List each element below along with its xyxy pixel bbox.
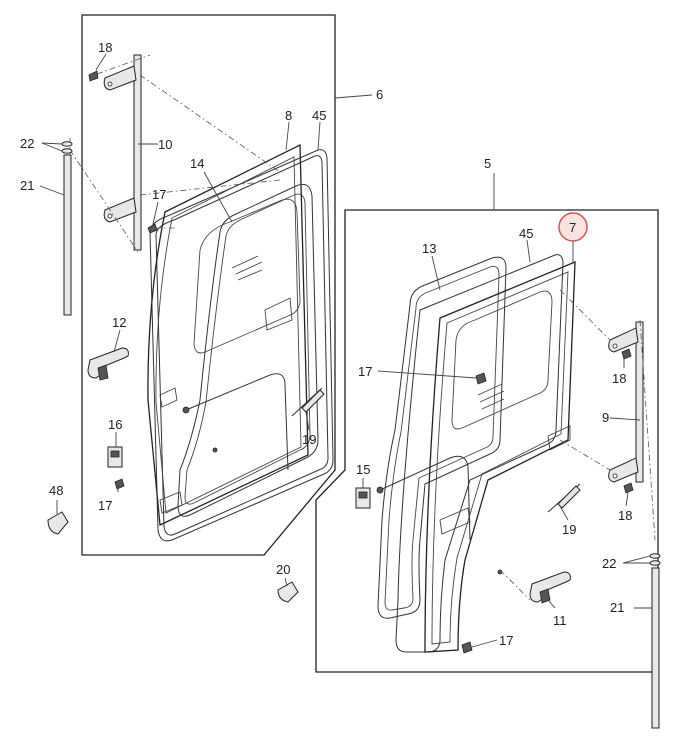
callout-8[interactable]: 8: [285, 108, 292, 123]
bumper-20: [277, 581, 299, 603]
left-door-seal-14: [177, 183, 319, 517]
callout-16[interactable]: 16: [108, 417, 122, 432]
left-rod-21: [63, 154, 72, 316]
right-door-frame-7: [424, 261, 576, 653]
callout-45-left[interactable]: 45: [312, 108, 326, 123]
right-handle-11: [529, 571, 571, 603]
left-door-frame-8: [147, 143, 309, 526]
right-door-seal-45: [395, 254, 564, 653]
callout-11[interactable]: 11: [553, 613, 567, 628]
callout-19-left[interactable]: 19: [302, 432, 316, 447]
highlight-circle-7: [558, 212, 588, 242]
callout-15[interactable]: 15: [356, 462, 370, 477]
callout-22-left[interactable]: 22: [20, 136, 34, 151]
callout-14[interactable]: 14: [190, 156, 204, 171]
callout-18-right-upper[interactable]: 18: [612, 371, 626, 386]
right-rod-21: [651, 567, 660, 729]
callout-9[interactable]: 9: [602, 410, 609, 425]
callout-13[interactable]: 13: [422, 241, 436, 256]
left-hinge-10: [133, 54, 142, 251]
callout-18-right-lower[interactable]: 18: [618, 508, 632, 523]
callout-10[interactable]: 10: [158, 137, 172, 152]
right-door-seal-13: [377, 256, 507, 619]
left-handle-12: [87, 347, 129, 379]
callout-12[interactable]: 12: [112, 315, 126, 330]
right-assembly-box: [315, 209, 659, 673]
callout-22-right[interactable]: 22: [602, 556, 616, 571]
right-hinge-9: [635, 321, 644, 483]
leader-lines: [39, 53, 652, 648]
callout-6[interactable]: 6: [376, 87, 383, 102]
callout-21-left[interactable]: 21: [20, 178, 34, 193]
callout-20[interactable]: 20: [276, 562, 290, 577]
callout-17-right-mid[interactable]: 17: [358, 364, 372, 379]
callout-17-lower-left[interactable]: 17: [98, 498, 112, 513]
left-assembly-box: [81, 14, 336, 556]
callout-17-upper-left[interactable]: 17: [152, 187, 166, 202]
callout-7[interactable]: 7: [569, 220, 576, 235]
callout-45-right[interactable]: 45: [519, 226, 533, 241]
callout-17-bottom[interactable]: 17: [499, 633, 513, 648]
left-bumper-48: [47, 511, 69, 535]
callout-48[interactable]: 48: [49, 483, 63, 498]
callout-18-top-left[interactable]: 18: [98, 40, 112, 55]
callout-19-right[interactable]: 19: [562, 522, 576, 537]
callout-21-right[interactable]: 21: [610, 600, 624, 615]
callout-5[interactable]: 5: [484, 156, 491, 171]
